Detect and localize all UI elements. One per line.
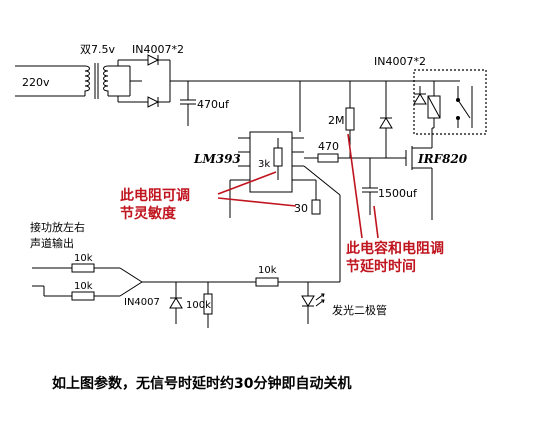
bridge-rectifier: IN4007*2	[108, 43, 184, 108]
mains-voltage-label: 220v	[22, 76, 50, 89]
r-100k-label: 100k	[186, 300, 211, 311]
r-10k-a-label: 10k	[74, 253, 93, 264]
led: 发光二极管	[301, 282, 387, 324]
chip-label: LM393	[193, 152, 241, 166]
transformer-label: 双7.5v	[80, 43, 115, 56]
r-3k-label: 3k	[258, 159, 270, 170]
input-diode-icon	[169, 297, 183, 309]
input-resistor-top	[71, 263, 95, 273]
capacitor-470uf: 470uf	[180, 81, 230, 126]
input-resistor-bottom	[71, 291, 95, 301]
audio-input: 接功放左右 声道输出 10k 10k	[30, 220, 143, 301]
led-label: 发光二极管	[332, 303, 387, 317]
input-label-1: 接功放左右	[30, 220, 85, 234]
r-10k-b-label: 10k	[74, 281, 93, 292]
led-icon	[301, 295, 315, 307]
transformer: 双7.5v	[80, 43, 115, 99]
mosfet-label: IRF820	[417, 152, 468, 166]
relay-diode-icon	[413, 93, 427, 105]
relay-diodes-label: IN4007*2	[374, 55, 426, 68]
r-30-label: 30	[294, 202, 308, 215]
delay-annotation: 此电容和电阻调 节延时时间	[346, 133, 444, 275]
resistor-30: 30	[294, 179, 321, 215]
relay: IN4007*2	[374, 55, 487, 135]
cap-470-label: 470uf	[197, 98, 230, 111]
freewheel-diode-icon	[379, 117, 393, 129]
r-10k-c-label: 10k	[258, 265, 277, 276]
note-cap-1: 此电容和电阻调	[346, 240, 444, 257]
resistor-470: 470	[304, 140, 406, 163]
input-diode: IN4007	[124, 282, 183, 324]
input-label-2: 声道输出	[30, 236, 74, 250]
freewheel-diode	[379, 81, 393, 158]
r-470-label: 470	[318, 140, 339, 153]
mosfet-irf820: IRF820	[405, 128, 468, 220]
caption: 如上图参数，无信号时延时约30分钟即自动关机	[52, 375, 351, 392]
note-cap-2: 节延时时间	[346, 258, 416, 275]
resistor-10k-signal: 10k	[255, 265, 279, 287]
resistor-3k: 3k	[258, 138, 283, 180]
relay-box	[413, 69, 487, 135]
r-2m-label: 2M	[328, 114, 345, 127]
mains-input: 220v	[15, 65, 85, 97]
cap-1500-label: 1500uf	[378, 187, 418, 200]
lm393-chip: LM393	[193, 131, 304, 193]
capacitor-1500uf: 1500uf	[362, 158, 418, 215]
bridge-diodes-label: IN4007*2	[132, 43, 184, 56]
bridge-diode-bottom-icon	[147, 96, 160, 108]
diode-in-label: IN4007	[124, 297, 160, 308]
note-resistor-1: 此电阻可调	[120, 187, 190, 204]
note-resistor-2: 节灵敏度	[120, 205, 177, 222]
bridge-diode-top-icon	[147, 54, 160, 66]
resistor-100k: 100k	[186, 282, 213, 328]
sensitivity-annotation: 此电阻可调 节灵敏度	[120, 171, 297, 222]
